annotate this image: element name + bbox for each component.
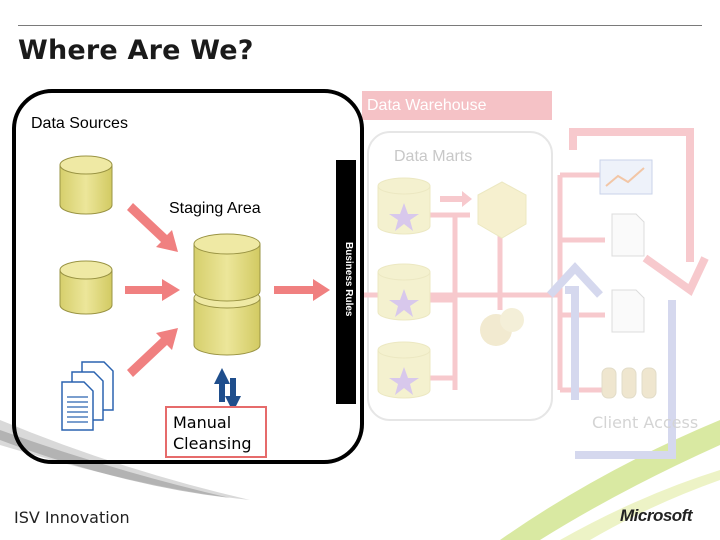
source-documents-icon — [61, 361, 114, 431]
staging-area-label: Staging Area — [169, 200, 261, 217]
flow-arrows — [125, 203, 330, 377]
staging-database-icon — [193, 233, 261, 356]
data-marts-label: Data Marts — [394, 148, 473, 165]
svg-text:Business Rules: Business Rules — [343, 242, 354, 317]
footer-logo-right: Microsoft — [620, 506, 693, 525]
source-database-icon — [59, 155, 113, 215]
highlight-frame — [12, 89, 364, 464]
source-database-icon — [59, 260, 113, 315]
footer-brand-left: ISV Innovation — [14, 508, 130, 527]
data-sources-label: Data Sources — [31, 115, 128, 132]
business-rules-bar — [336, 160, 356, 404]
page-title: Where Are We? — [18, 35, 254, 66]
cleansing-arrows-icon — [214, 368, 241, 412]
business-rules-text: Business Rules — [343, 242, 354, 317]
data-warehouse-label: Data Warehouse — [362, 91, 552, 120]
client-access-label: Client Access — [592, 413, 699, 432]
manual-cleansing-box: Manual Cleansing — [165, 406, 267, 458]
title-rule — [18, 25, 702, 26]
